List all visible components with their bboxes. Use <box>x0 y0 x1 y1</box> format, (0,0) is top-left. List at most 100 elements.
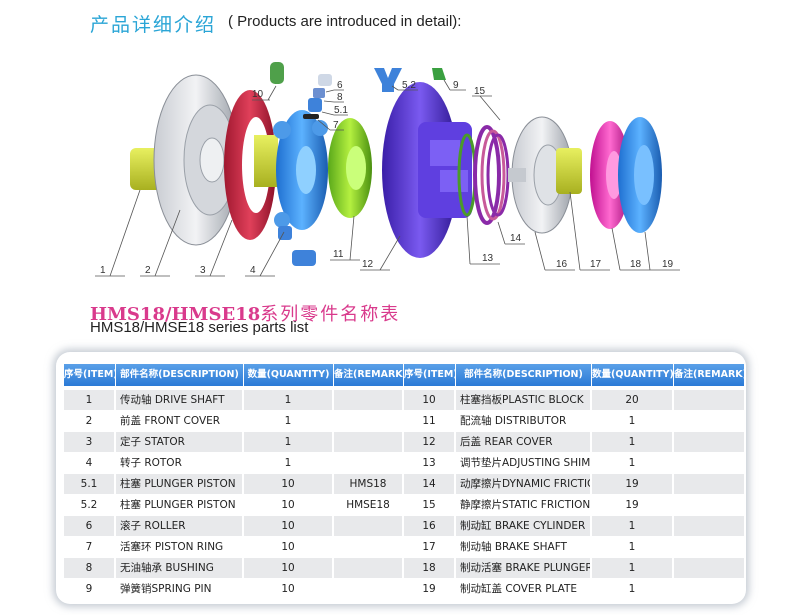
cell-quantity: 1 <box>628 415 636 427</box>
cell-item: 4 <box>85 457 93 469</box>
cell-remark <box>334 453 402 473</box>
cell-remark <box>674 516 744 536</box>
cell-remark <box>334 516 402 536</box>
cell-item: 18 <box>404 558 454 578</box>
cell-item: 1 <box>64 390 114 410</box>
cell-remark <box>674 537 744 557</box>
cell-remark <box>674 432 744 452</box>
callout-5-1: 5.1 <box>334 105 348 116</box>
cell-item: 5.1 <box>64 474 114 494</box>
header-remark-right: 备注(REMARK) <box>674 369 744 380</box>
callout-5-2: 5.2 <box>402 80 416 91</box>
cell-quantity: 10 <box>281 583 295 595</box>
callout-14: 14 <box>510 233 522 244</box>
cell-description: 静摩擦片STATIC FRICTION <box>460 499 590 511</box>
cell-item: 19 <box>422 583 436 595</box>
header-remark-left: 备注(REMARK) <box>334 364 404 386</box>
callout-7: 7 <box>333 120 339 131</box>
cell-remark <box>334 558 402 578</box>
cell-remark <box>334 579 402 599</box>
cell-item: 11 <box>422 415 436 427</box>
cell-quantity: 19 <box>625 499 639 511</box>
callout-8: 8 <box>337 92 343 103</box>
cell-item: 12 <box>404 432 454 452</box>
part-dynamic-friction <box>480 129 506 221</box>
cell-item: 7 <box>85 541 93 553</box>
header-quantity-left: 数量(QUANTITY) <box>244 364 334 386</box>
header-item-right: 序号(ITEM) <box>404 364 456 386</box>
cell-item: 17 <box>422 541 436 553</box>
cell-item: 8 <box>64 558 114 578</box>
part-roller <box>318 74 332 86</box>
cell-description: 制动缸 BRAKE CYLINDER <box>456 516 590 536</box>
cell-item: 2 <box>85 415 93 427</box>
parts-list-title-english: HMS18/HMSE18 series parts list <box>90 319 309 336</box>
callout-16: 16 <box>556 259 568 270</box>
part-static-friction <box>473 125 501 225</box>
part-plunger-piston-51 <box>308 98 322 112</box>
cell-quantity: 20 <box>592 390 672 410</box>
callout-10: 10 <box>252 89 264 100</box>
cell-remark <box>674 411 744 431</box>
cell-item: 9 <box>85 583 93 595</box>
cell-quantity: 1 <box>592 558 672 578</box>
cell-quantity: 1 <box>244 432 332 452</box>
part-spring-pin <box>432 68 446 80</box>
part-bushing <box>313 88 325 98</box>
cell-description: 无油轴承 BUSHING <box>116 558 242 578</box>
callout-2: 2 <box>145 265 151 276</box>
part-plastic-block <box>270 62 284 84</box>
cell-quantity: 1 <box>244 390 332 410</box>
cell-quantity: 1 <box>284 415 292 427</box>
parts-list-title-model: HMS18/HMSE18 <box>90 304 261 325</box>
callout-18: 18 <box>630 259 642 270</box>
cell-remark: HMSE18 <box>346 499 390 511</box>
callout-11: 11 <box>333 249 344 260</box>
cell-remark <box>334 432 402 452</box>
header-item-left: 序号(ITEM) <box>64 364 116 386</box>
cell-quantity: 1 <box>628 541 636 553</box>
cell-description: 制动轴 BRAKE SHAFT <box>460 541 567 553</box>
cell-item: 6 <box>64 516 114 536</box>
exploded-parts-diagram: 1 2 3 4 10 6 8 5.1 7 11 12 5.2 9 15 14 1… <box>95 62 680 277</box>
cell-description: 调节垫片ADJUSTING SHIM <box>460 457 590 469</box>
cell-description: 定子 STATOR <box>116 432 242 452</box>
cell-quantity: 19 <box>592 474 672 494</box>
part-plunger-piston-52 <box>374 68 402 92</box>
cell-quantity: 10 <box>281 541 295 553</box>
cell-quantity: 1 <box>628 457 636 469</box>
cell-quantity: 10 <box>281 499 295 511</box>
cell-item: 5.2 <box>80 499 98 511</box>
cell-quantity: 1 <box>592 516 672 536</box>
callout-1: 1 <box>100 265 106 276</box>
cell-description: 转子 ROTOR <box>120 457 182 469</box>
cell-remark <box>674 453 744 473</box>
cell-quantity: 10 <box>244 474 332 494</box>
cell-remark <box>674 579 744 599</box>
cell-description: 传动轴 DRIVE SHAFT <box>116 390 242 410</box>
cell-item: 16 <box>404 516 454 536</box>
cell-remark <box>334 537 402 557</box>
parts-list-title-chinese: HMS18/HMSE18系列零件名称表 <box>90 300 400 326</box>
cell-description: 前盖 FRONT COVER <box>120 415 221 427</box>
header-description-left: 部件名称(DESCRIPTION) <box>116 364 244 386</box>
cell-description: 弹簧销SPRING PIN <box>120 583 212 595</box>
parts-list-title-suffix: 系列零件名称表 <box>260 304 401 325</box>
callout-19: 19 <box>662 259 674 270</box>
header-quantity-right: 数量(QUANTITY) <box>592 364 674 386</box>
cell-item: 13 <box>422 457 436 469</box>
cell-item: 14 <box>404 474 454 494</box>
cell-quantity: 1 <box>592 432 672 452</box>
cell-remark: HMS18 <box>334 474 402 494</box>
cell-description: 柱塞 PLUNGER PISTON <box>116 474 242 494</box>
cell-description: 动摩擦片DYNAMIC FRICTION <box>456 474 590 494</box>
